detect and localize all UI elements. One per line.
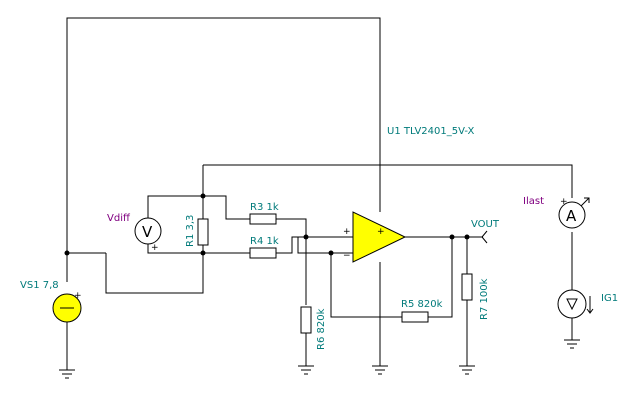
wire-source-loop bbox=[105, 253, 204, 294]
junction-dot bbox=[303, 234, 309, 240]
wire-vdiff-top bbox=[147, 195, 203, 218]
vout-label: VOUT bbox=[471, 219, 500, 230]
ground-icon bbox=[564, 339, 580, 349]
wire-feedback-left bbox=[330, 253, 402, 318]
resistor-r1[interactable]: R1 3,3 bbox=[185, 215, 209, 247]
r5-label: R5 820k bbox=[401, 299, 443, 310]
voltage-source-vs1[interactable]: + VS1 7,8 bbox=[20, 280, 82, 323]
vs1-plus: + bbox=[74, 291, 82, 301]
ammeter-ilast[interactable]: A + Ilast bbox=[523, 196, 590, 229]
ammeter-icon bbox=[558, 201, 586, 229]
resistor-r3-body bbox=[249, 213, 277, 225]
ammeter-arrowhead bbox=[584, 197, 590, 203]
ground-icon bbox=[459, 365, 475, 375]
ammeter-arrow-icon bbox=[580, 197, 590, 207]
junction-dot bbox=[200, 250, 206, 256]
resistor-r1-body bbox=[197, 218, 209, 246]
r1-label: R1 3,3 bbox=[185, 215, 196, 247]
resistor-r5-body bbox=[401, 311, 429, 323]
wires bbox=[66, 17, 573, 370]
current-generator-icon bbox=[557, 289, 587, 319]
vs1-label: VS1 7,8 bbox=[20, 280, 59, 291]
junction-dot bbox=[64, 250, 70, 256]
wire-to-minus bbox=[297, 237, 353, 254]
opamp-plus-inner: + bbox=[377, 227, 385, 237]
ig1-arrowhead bbox=[586, 308, 594, 314]
wire-load-top bbox=[203, 164, 573, 198]
resistor-r6[interactable]: R6 820k bbox=[300, 306, 327, 350]
opamp-plus-input: + bbox=[343, 227, 351, 237]
ilast-symbol: A bbox=[566, 207, 577, 225]
vdiff-plus: + bbox=[151, 243, 159, 253]
wire-r3-to-plus bbox=[276, 218, 353, 238]
junctions bbox=[64, 193, 470, 256]
r6-label: R6 820k bbox=[316, 308, 327, 350]
ground-icon bbox=[372, 365, 388, 375]
opamp-minus-input: − bbox=[343, 251, 351, 261]
ilast-label: Ilast bbox=[523, 196, 544, 207]
vdiff-symbol: V bbox=[142, 223, 153, 241]
wire-r4-to-node bbox=[276, 236, 306, 254]
resistor-r4[interactable]: R4 1k bbox=[249, 236, 279, 259]
resistor-r7-body bbox=[461, 273, 473, 301]
vout-terminal[interactable]: VOUT bbox=[471, 219, 500, 244]
junction-dot bbox=[449, 234, 455, 240]
r3-label: R3 1k bbox=[250, 202, 279, 213]
opamp-triangle-icon bbox=[352, 211, 407, 263]
ground-icon bbox=[298, 365, 314, 375]
junction-dot bbox=[200, 193, 206, 199]
current-direction-icon bbox=[566, 298, 578, 311]
voltmeter-vdiff[interactable]: V + Vdiff bbox=[107, 213, 162, 253]
r7-label: R7 100k bbox=[479, 278, 490, 320]
opamp-u1[interactable]: + + − U1 TLV2401_5V-X bbox=[343, 126, 474, 263]
junction-dot bbox=[328, 250, 334, 256]
resistor-r7[interactable]: R7 100k bbox=[461, 273, 490, 320]
wire-feedback-right bbox=[428, 237, 453, 318]
resistor-r4-body bbox=[249, 247, 277, 259]
ground-icon bbox=[59, 369, 75, 379]
grounds bbox=[59, 339, 580, 379]
current-generator-ig1[interactable]: IG1 bbox=[557, 289, 618, 319]
vout-arrow-icon bbox=[481, 230, 488, 244]
u1-label: U1 TLV2401_5V-X bbox=[387, 126, 474, 137]
wire-r3-in bbox=[203, 195, 250, 220]
voltmeter-icon bbox=[134, 217, 162, 245]
wire-vdiff-bottom bbox=[147, 244, 203, 254]
wire-supply-top bbox=[66, 17, 381, 282]
ig1-label: IG1 bbox=[601, 293, 618, 304]
ilast-plus: + bbox=[560, 197, 568, 207]
junction-dot bbox=[464, 234, 470, 240]
resistor-r5[interactable]: R5 820k bbox=[401, 299, 443, 323]
vdiff-label: Vdiff bbox=[107, 213, 131, 224]
resistor-r3[interactable]: R3 1k bbox=[249, 202, 279, 225]
r4-label: R4 1k bbox=[250, 236, 279, 247]
resistor-r6-body bbox=[300, 306, 312, 334]
